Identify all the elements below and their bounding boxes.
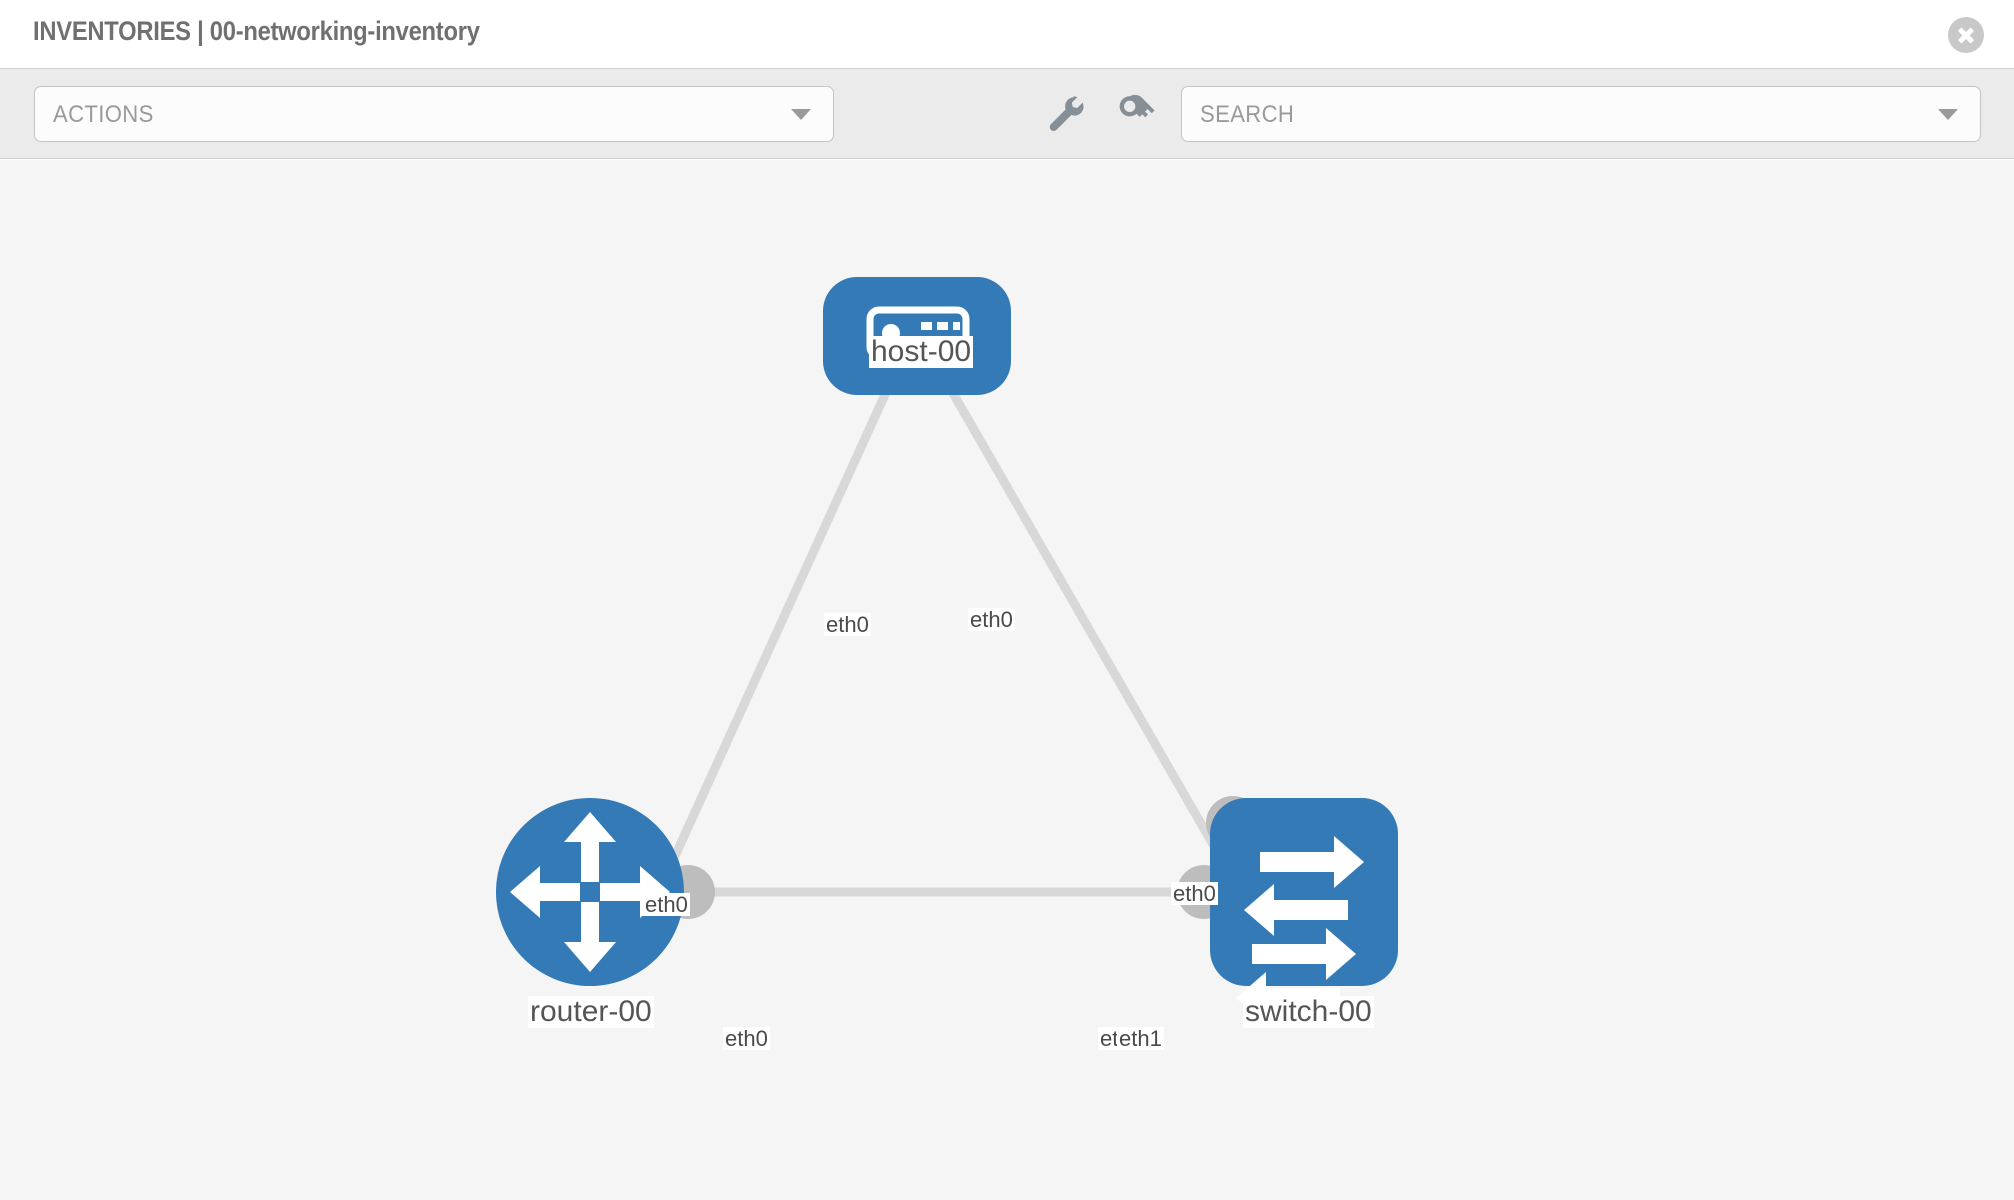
chevron-down-icon[interactable]	[1938, 109, 1958, 120]
wrench-icon[interactable]	[1043, 91, 1089, 137]
interface-label: eth0	[968, 607, 1015, 632]
node-label-switch-00: switch-00	[1243, 995, 1374, 1028]
topology-canvas[interactable]: host-00 router-00 switch-00 eth0 eth0 et…	[0, 160, 2014, 1200]
topology-graph	[496, 277, 1398, 1024]
topology-links	[650, 385, 1249, 903]
interface-label: eth0	[643, 892, 690, 917]
node-label-router-00: router-00	[528, 995, 654, 1028]
page-header: INVENTORIES | 00-networking-inventory	[0, 0, 2014, 68]
node-switch-00	[1210, 798, 1398, 1024]
interface-label: eth0	[824, 612, 871, 637]
topology-connectors	[661, 329, 1260, 919]
actions-dropdown[interactable]: ACTIONS	[34, 86, 834, 142]
chevron-down-icon	[791, 109, 811, 120]
page-title: INVENTORIES | 00-networking-inventory	[33, 16, 480, 46]
node-label-host-00: host-00	[869, 335, 974, 368]
interface-label: eth0	[723, 1026, 770, 1051]
link-host00-router00	[650, 386, 893, 902]
link-host00-switch00	[946, 385, 1249, 903]
close-icon[interactable]	[1948, 17, 1984, 53]
interface-label: eth0	[1171, 881, 1218, 906]
interface-label: eth1	[1117, 1026, 1164, 1051]
search-placeholder: SEARCH	[1200, 101, 1295, 128]
toolbar: ACTIONS SEARCH	[0, 68, 2014, 159]
search-input[interactable]: SEARCH	[1181, 86, 1981, 142]
actions-dropdown-label: ACTIONS	[53, 101, 154, 128]
key-icon[interactable]	[1112, 91, 1158, 137]
